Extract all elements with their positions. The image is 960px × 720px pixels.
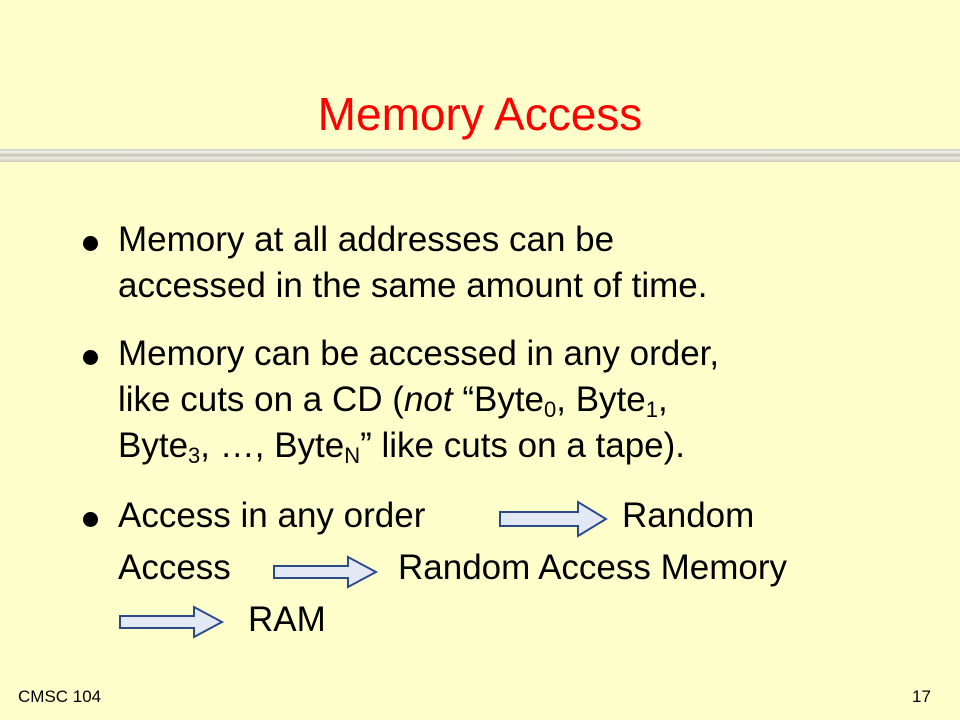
bullet-1-line-1: Memory at all addresses can be [118,220,615,259]
bullet-3-line-2b: Random Access Memory [398,548,788,587]
text-segment: , Byte [556,380,646,419]
bullet-dot-1 [83,236,98,251]
text-segment: like cuts on a CD ( [118,380,404,419]
subscript-1: 1 [645,397,658,422]
bullet-2-line-3: Byte3, …, ByteN” like cuts on a tape). [118,423,719,469]
right-arrow-icon [273,555,379,589]
right-arrow-icon [119,605,225,639]
bullet-1-line-2: accessed in the same amount of time. [118,266,708,305]
subscript-3: 3 [188,443,201,468]
footer-page-number: 17 [912,687,931,706]
bullet-3-line-3b: RAM [248,600,326,639]
right-arrow-icon [499,500,608,538]
text-segment: ” like cuts on a tape). [360,426,686,465]
bullet-2: Memory can be accessed in any order, lik… [118,331,719,469]
bullet-2-line-2: like cuts on a CD (not “Byte0, Byte1, [118,377,719,423]
emphasis-not: not [403,380,453,419]
bullet-dot-2 [83,350,98,365]
bullet-2-line-1: Memory can be accessed in any order, [118,334,720,373]
bullet-3-line-1a: Access in any order [118,496,426,535]
subscript-0: 0 [544,397,557,422]
bullet-3-line-2a: Access [118,548,231,587]
title-divider [0,149,960,162]
text-segment: , …, Byte [200,426,345,465]
bullet-dot-3 [83,512,98,527]
text-segment: , [658,380,668,419]
bullet-1: Memory at all addresses can be accessed … [118,217,707,309]
subscript-n: N [344,443,361,468]
bullet-3-line-1b: Random [622,496,755,535]
footer-course: CMSC 104 [18,687,102,706]
text-segment: Byte [118,426,189,465]
text-segment: “Byte [452,380,545,419]
slide-title: Memory Access [317,88,643,140]
